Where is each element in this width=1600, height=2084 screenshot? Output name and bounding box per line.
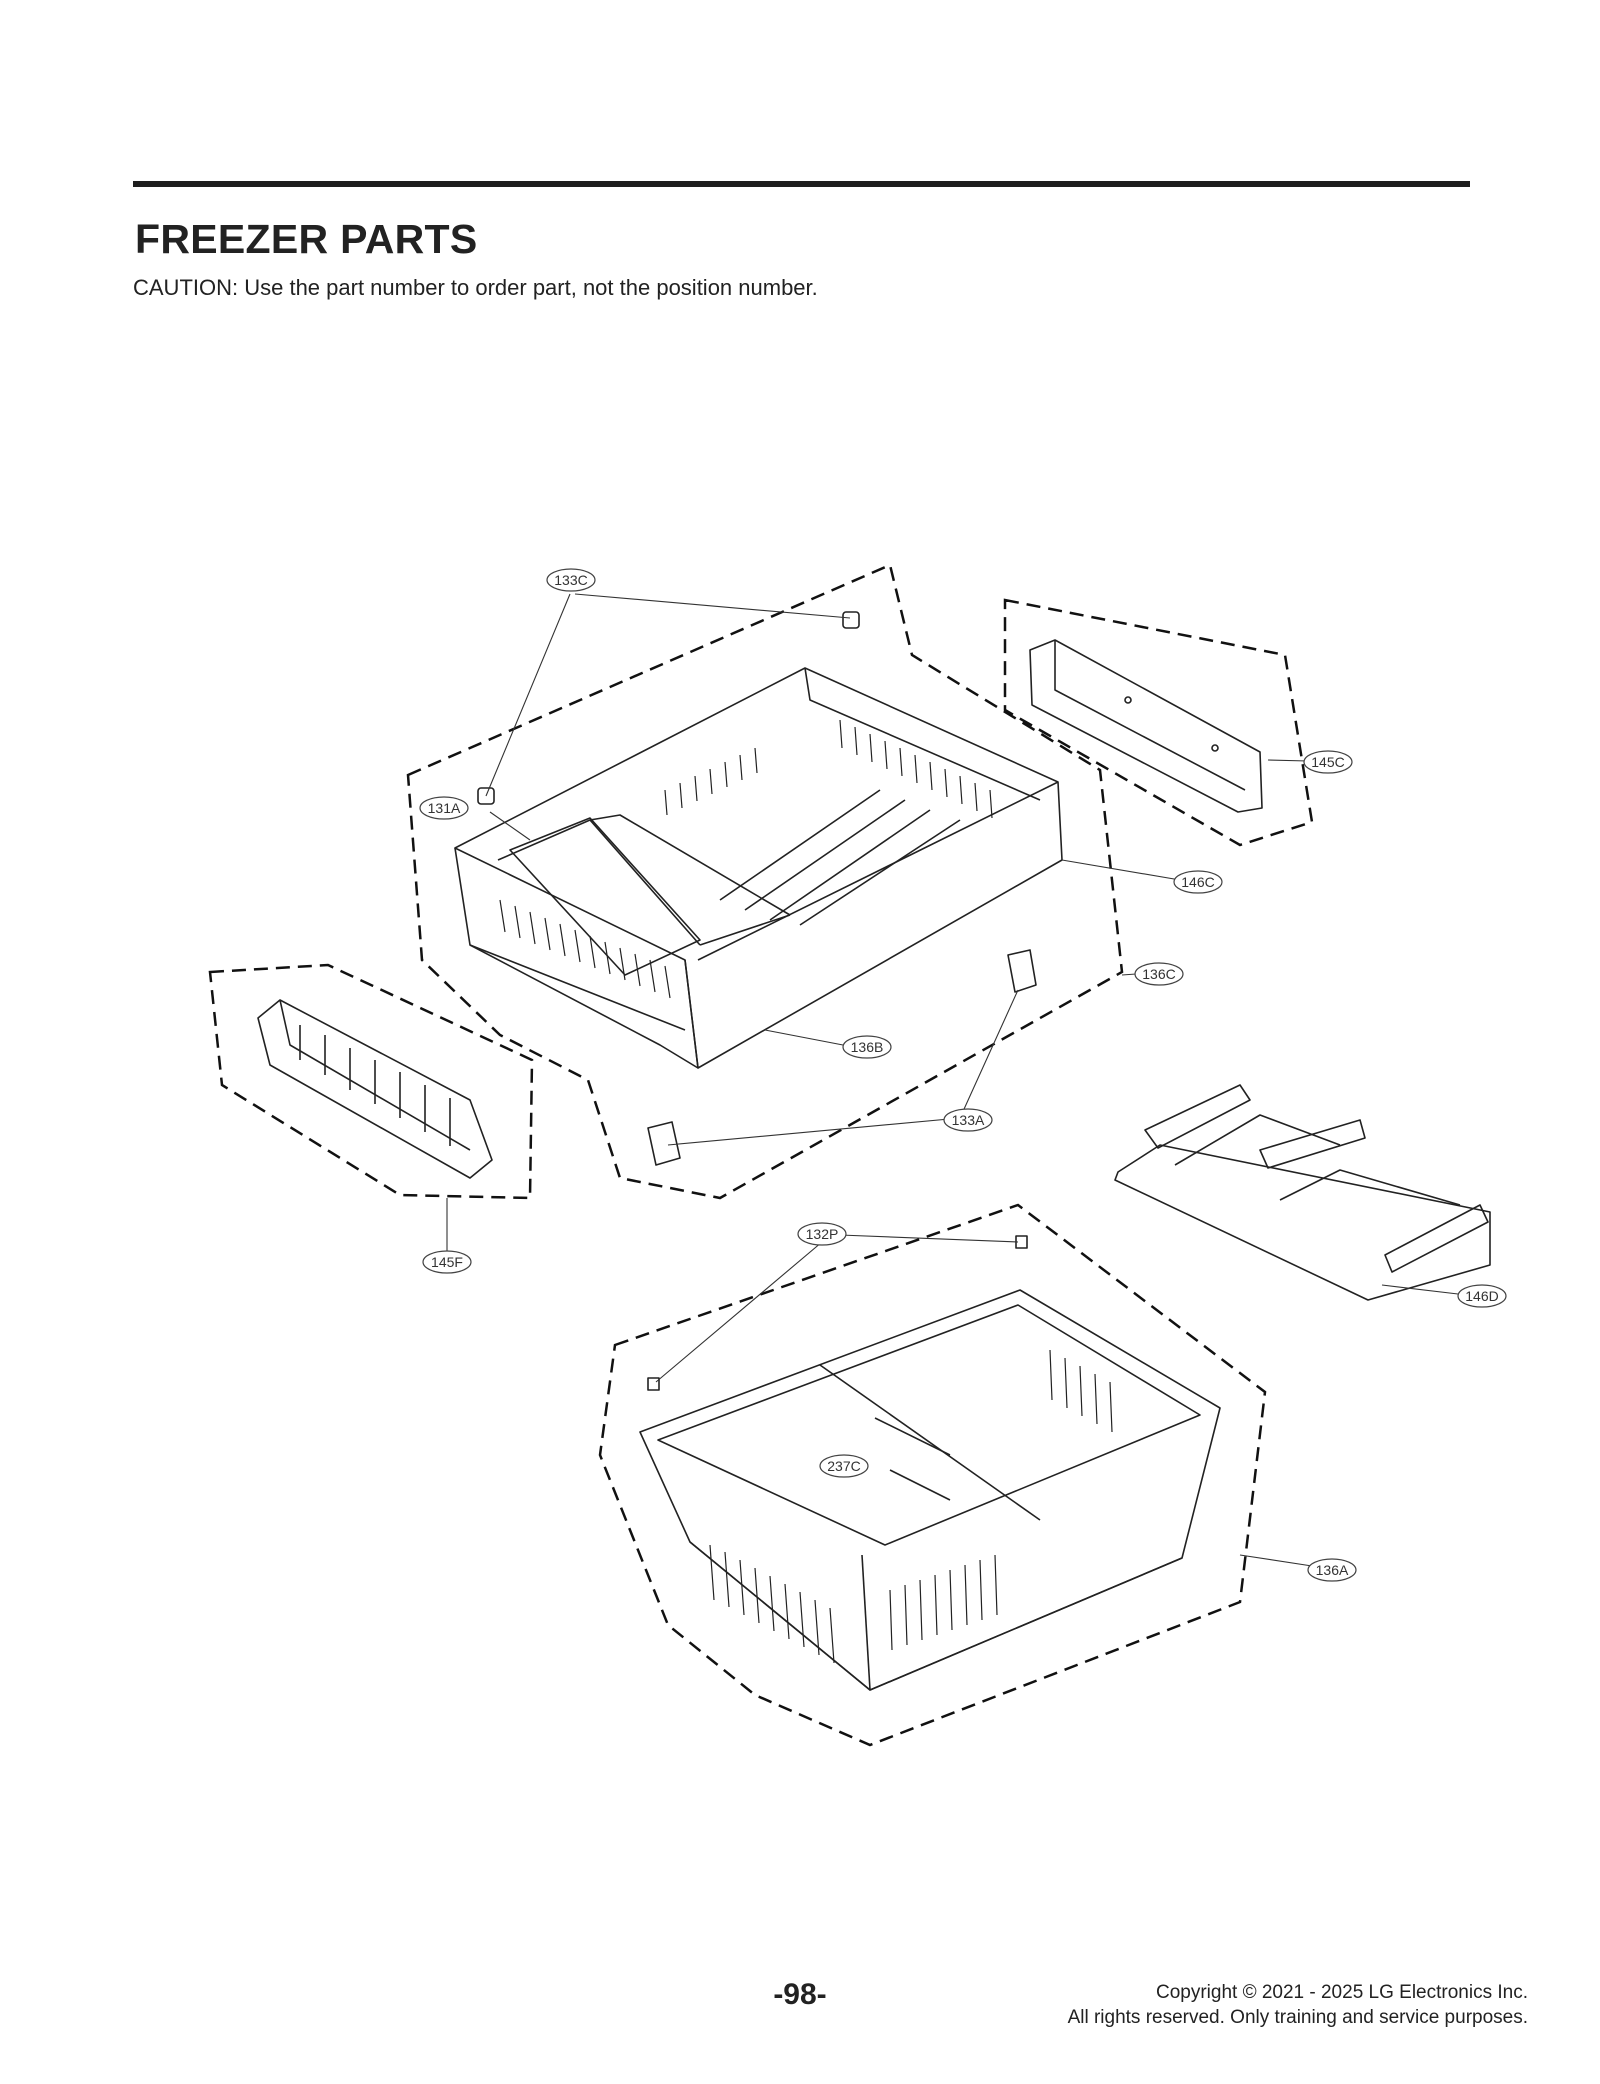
- callout-133c-text: 133C: [554, 572, 587, 588]
- copyright-notice: Copyright © 2021 - 2025 LG Electronics I…: [1068, 1980, 1528, 2030]
- callout-136c: [1134, 962, 1184, 986]
- rail-assembly-146d: [1114, 1084, 1491, 1301]
- drawer-insert-131a: [509, 817, 701, 976]
- callout-145c: [1303, 750, 1353, 774]
- callout-136b: [842, 1035, 892, 1059]
- callout-145f-text: 145F: [431, 1254, 463, 1270]
- callout-132p: [797, 1222, 847, 1246]
- callout-146c: [1173, 870, 1223, 894]
- callout-labels: [419, 568, 1507, 1582]
- callout-131a: [419, 796, 469, 820]
- stopper-133c-top: [842, 611, 860, 629]
- stopper-133a-right: [1007, 949, 1037, 993]
- callout-145c-text: 145C: [1311, 754, 1344, 770]
- callout-136c-text: 136C: [1142, 966, 1175, 982]
- callout-145f: [422, 1250, 472, 1274]
- upper-drawer-group-boundary: [406, 563, 1124, 1200]
- callout-237c-text: 237C: [827, 1458, 860, 1474]
- top-rule: [133, 181, 1470, 187]
- callout-237c: [819, 1454, 869, 1478]
- upper-freezer-drawer: [454, 667, 1063, 1069]
- callout-133a-text: 133A: [952, 1112, 985, 1128]
- callout-146d-text: 146D: [1465, 1288, 1498, 1304]
- callout-texts: 133C 131A 145C 146C 136C 136B 133A 145F …: [428, 572, 1499, 1578]
- lower-freezer-basket: [639, 1289, 1221, 1691]
- callout-133c: [546, 568, 596, 592]
- lower-basket-group-boundary: [598, 1203, 1267, 1747]
- page-title: FREEZER PARTS: [135, 216, 478, 262]
- leader-lines: [446, 593, 1459, 1567]
- callout-136b-text: 136B: [851, 1039, 884, 1055]
- callout-146c-text: 146C: [1181, 874, 1214, 890]
- callout-132p-text: 132P: [806, 1226, 839, 1242]
- callout-133a: [943, 1108, 993, 1132]
- divider-145c-boundary: [1003, 598, 1314, 847]
- callout-136a-text: 136A: [1316, 1562, 1349, 1578]
- callout-136a: [1307, 1558, 1357, 1582]
- copyright-line-2: All rights reserved. Only training and s…: [1067, 2007, 1528, 2028]
- stopper-133a-left: [647, 1121, 681, 1166]
- callout-131a-text: 131A: [428, 800, 461, 816]
- divider-145f-boundary: [208, 963, 534, 1200]
- copyright-line-1: Copyright © 2021 - 2025 LG Electronics I…: [1155, 1982, 1528, 2003]
- stopper-133c-left: [477, 787, 495, 805]
- divider-145f: [257, 999, 493, 1179]
- callout-146d: [1457, 1284, 1507, 1308]
- pad-132p-left: [647, 1377, 660, 1391]
- page-number: -98-: [773, 1978, 827, 2011]
- divider-145c: [1029, 639, 1263, 813]
- caution-note: CAUTION: Use the part number to order pa…: [133, 275, 818, 300]
